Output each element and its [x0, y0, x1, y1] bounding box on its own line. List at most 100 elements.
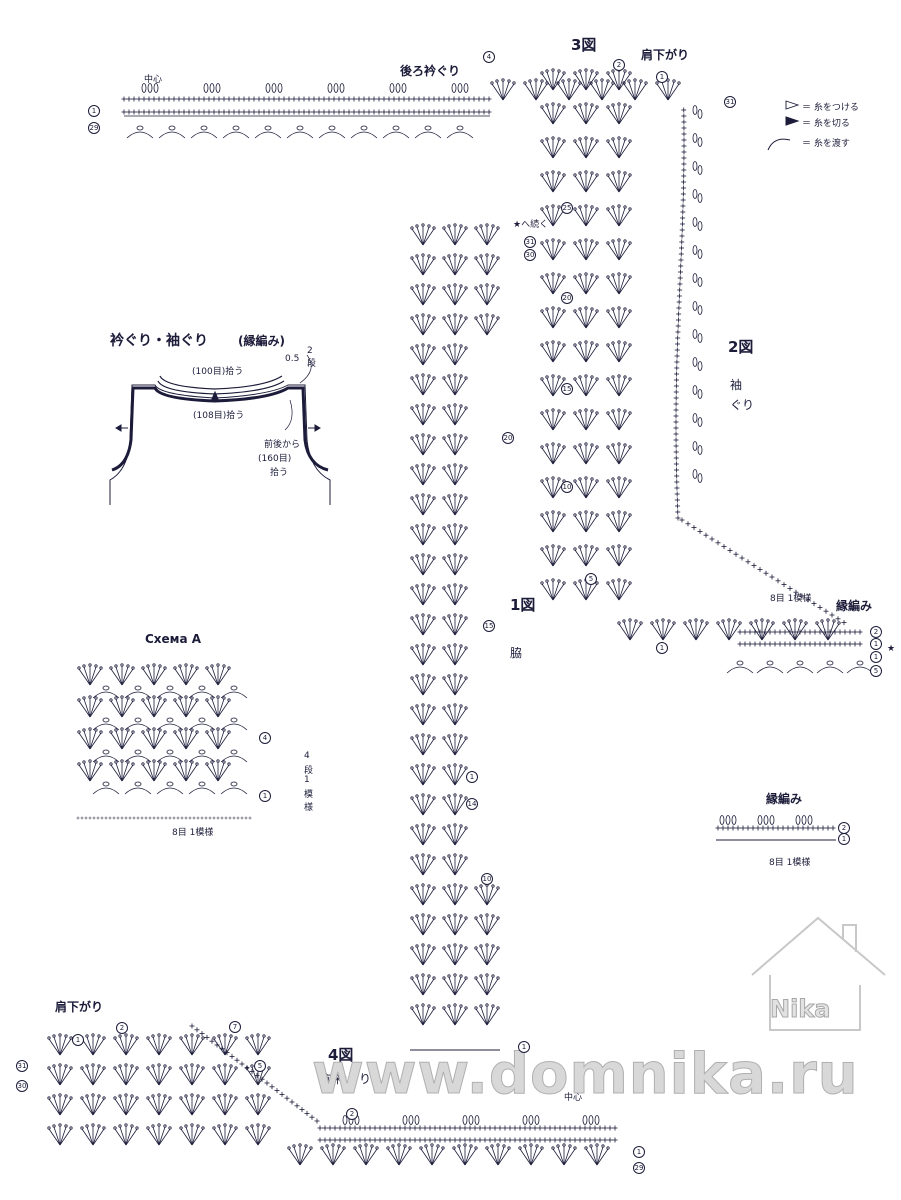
row-number: 25	[561, 202, 573, 214]
cross-symbol	[286, 109, 292, 115]
cross-symbol	[417, 1137, 423, 1143]
cross-symbol	[675, 323, 682, 329]
fan-symbol	[540, 238, 566, 261]
oval-symbol	[692, 329, 698, 339]
continue-to-star: ★へ続く	[513, 220, 549, 230]
cross-symbol	[241, 96, 247, 102]
oval-symbol	[327, 83, 333, 93]
cross-symbol	[341, 96, 347, 102]
cross-symbol	[234, 1057, 240, 1064]
rows-dan: 段	[304, 766, 314, 776]
fan-symbol	[442, 613, 468, 636]
cross-symbol	[527, 1137, 533, 1143]
oval-symbol	[203, 83, 209, 93]
cross-symbol	[161, 109, 167, 115]
cross-symbol	[421, 96, 427, 102]
fan-symbol	[77, 663, 103, 686]
cross-symbol	[377, 1125, 383, 1131]
cross-symbol	[271, 109, 277, 115]
dim-2: 2	[307, 346, 313, 356]
arc-symbol	[414, 125, 442, 139]
cross-symbol	[552, 1137, 558, 1143]
cross-symbol	[432, 1137, 438, 1143]
oval-symbol	[719, 815, 725, 825]
cross-symbol	[397, 1125, 403, 1131]
cross-symbol	[192, 816, 196, 820]
cross-symbol	[487, 1125, 493, 1131]
cross-symbol	[837, 641, 843, 647]
fan-symbol	[179, 1123, 205, 1146]
cross-symbol	[852, 629, 858, 635]
cross-symbol	[673, 443, 680, 449]
cross-symbol	[422, 1137, 428, 1143]
cross-symbol	[745, 558, 751, 565]
fan-symbol	[474, 253, 500, 276]
cross-symbol	[216, 109, 222, 115]
cross-symbol	[467, 1137, 473, 1143]
fan-symbol	[113, 1123, 139, 1146]
cross-symbol	[680, 203, 686, 209]
legend-attach: ＝ 糸をつける	[802, 103, 859, 113]
cross-symbol	[497, 1125, 503, 1131]
cross-symbol	[311, 96, 317, 102]
cross-symbol	[492, 1125, 498, 1131]
cross-symbol	[742, 629, 748, 635]
cross-symbol	[673, 431, 679, 437]
fan-symbol	[540, 170, 566, 193]
cross-symbol	[191, 109, 197, 115]
cross-symbol	[236, 816, 240, 820]
cross-symbol	[100, 816, 104, 820]
cross-symbol	[391, 109, 397, 115]
cross-symbol	[678, 251, 685, 257]
cross-symbol	[680, 197, 687, 203]
fan-symbol	[452, 1143, 478, 1166]
cross-symbol	[412, 1137, 418, 1143]
arc-symbol	[124, 717, 152, 731]
cross-symbol	[471, 109, 477, 115]
cross-symbol	[807, 629, 813, 635]
cross-symbol	[745, 825, 751, 831]
oval-symbol	[339, 83, 345, 93]
legend-cut: ＝ 糸を切る	[802, 119, 850, 129]
fan-symbol	[540, 136, 566, 159]
cross-symbol	[715, 825, 721, 831]
cross-symbol	[462, 1125, 468, 1131]
fan-symbol	[146, 1123, 172, 1146]
fan-symbol	[410, 463, 436, 486]
cross-symbol	[685, 520, 691, 527]
fan-symbol	[80, 1033, 106, 1056]
cross-symbol	[144, 816, 148, 820]
cross-symbol	[577, 1125, 583, 1131]
cross-symbol	[532, 1125, 538, 1131]
cross-symbol	[387, 1125, 393, 1131]
cross-symbol	[781, 581, 787, 588]
cross-symbol	[186, 96, 192, 102]
fan-symbol	[419, 1143, 445, 1166]
oval-symbol	[692, 357, 698, 367]
dim-0-5: 0.5	[285, 354, 300, 364]
oval-symbol	[588, 1115, 594, 1125]
fan-symbol	[556, 78, 582, 101]
cross-symbol	[176, 109, 182, 115]
shoulder-slope-label-bottom: 肩下がり	[55, 1000, 104, 1014]
cross-symbol	[547, 1125, 553, 1131]
cross-symbol	[832, 629, 838, 635]
cross-symbol	[582, 1137, 588, 1143]
oval-symbol	[692, 245, 698, 255]
cross-symbol	[673, 407, 679, 413]
cross-symbol	[407, 1125, 413, 1131]
fan-symbol	[442, 853, 468, 876]
cross-symbol	[356, 96, 362, 102]
cross-symbol	[679, 227, 686, 233]
cross-symbol	[679, 215, 686, 221]
cross-symbol	[557, 1125, 563, 1131]
row-number: 30	[524, 249, 536, 261]
cross-symbol	[857, 629, 863, 635]
cross-symbol	[347, 1137, 353, 1143]
fan-symbol	[474, 913, 500, 936]
pick-160-label: (160目)	[258, 454, 292, 464]
cross-symbol	[291, 96, 297, 102]
fan-symbol	[606, 408, 632, 431]
cross-symbol	[837, 629, 843, 635]
